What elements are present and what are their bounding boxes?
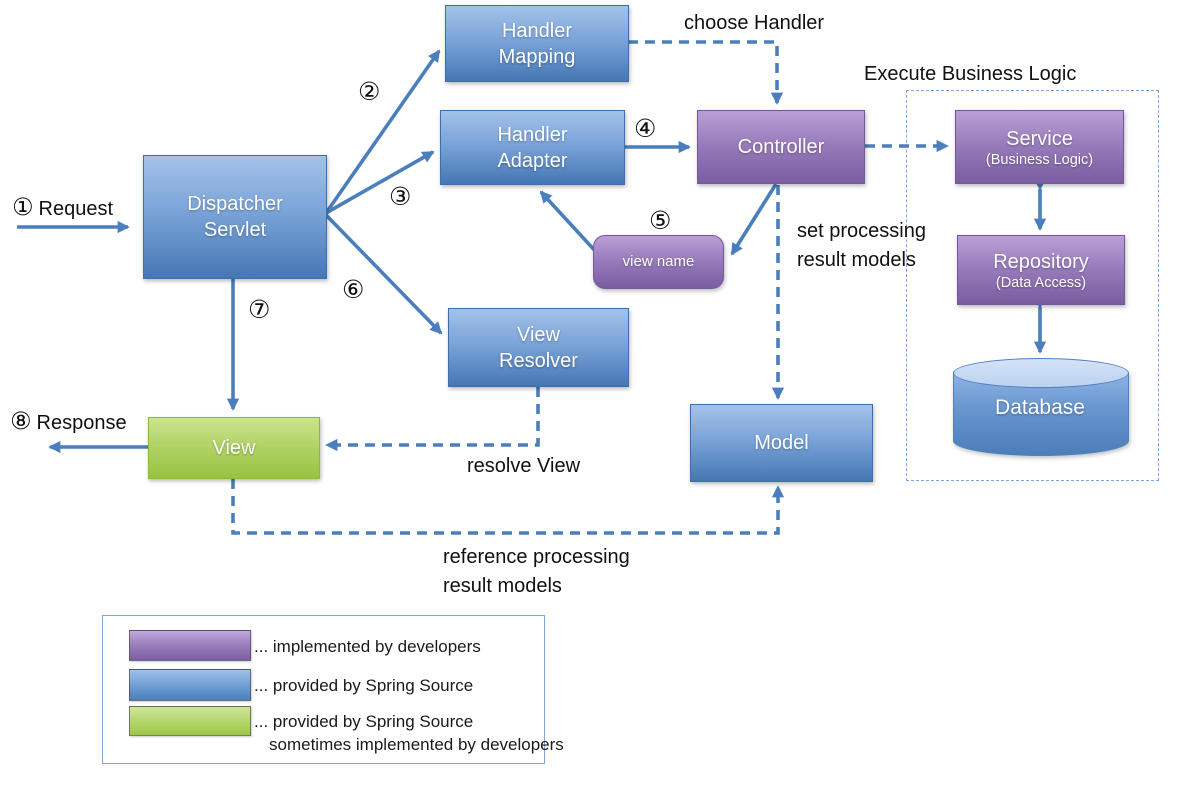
node-view-label: View xyxy=(212,437,256,459)
node-service-label: Service xyxy=(1006,127,1073,150)
step-4-icon: ④ xyxy=(634,114,657,143)
dashed-view-resolver-to-view xyxy=(325,387,540,452)
step-6-icon: ⑥ xyxy=(342,275,365,304)
step-7-icon: ⑦ xyxy=(248,295,271,324)
dashed-view-to-model xyxy=(231,479,785,535)
node-view-name-label: view name xyxy=(622,253,695,271)
reference-processing-line2: result models xyxy=(443,575,562,597)
legend-swatch-purple xyxy=(129,630,251,661)
step-8-icon: ⑧ xyxy=(10,407,32,435)
set-processing-line1: set processing xyxy=(797,220,926,242)
legend-swatch-blue xyxy=(129,669,251,701)
node-handler-mapping: Handler Mapping xyxy=(445,5,629,82)
node-model-label: Model xyxy=(754,432,809,454)
legend-swatch-green xyxy=(129,706,251,736)
node-database-label: Database xyxy=(995,396,1085,419)
legend-label-provided-by-spring: ... provided by Spring Source xyxy=(254,676,474,695)
node-dispatcher-servlet: Dispatcher Servlet xyxy=(143,155,327,279)
arrow-controller-to-view-name xyxy=(730,183,778,256)
node-repository: Repository (Data Access) xyxy=(957,235,1125,305)
node-view: View xyxy=(148,417,320,479)
step-3-icon: ③ xyxy=(389,182,412,211)
execute-business-logic-label: Execute Business Logic xyxy=(864,63,1077,85)
business-logic-group-border xyxy=(906,90,1159,481)
choose-handler-label: choose Handler xyxy=(684,12,825,34)
node-controller: Controller xyxy=(697,110,865,184)
set-processing-label: set processing result models xyxy=(797,217,926,275)
step-2-icon: ② xyxy=(358,77,381,106)
legend-label-implemented-by-developers: ... implemented by developers xyxy=(254,637,481,656)
node-view-name: view name xyxy=(593,235,724,289)
node-database-cylinder-top xyxy=(953,358,1129,388)
reference-processing-line1: reference processing xyxy=(443,546,630,568)
arrow-dispatcher-to-view-resolver xyxy=(324,213,443,335)
request-label: Request xyxy=(38,198,114,220)
response-label: Response xyxy=(36,412,127,434)
node-view-resolver-label: View Resolver xyxy=(499,323,578,372)
node-view-resolver: View Resolver xyxy=(448,308,629,387)
node-handler-adapter-label: Handler Adapter xyxy=(497,123,568,172)
node-service-sublabel: (Business Logic) xyxy=(985,151,1094,168)
legend-box: ... implemented by developers ... provid… xyxy=(102,615,564,764)
node-controller-label: Controller xyxy=(737,136,825,158)
step-1-icon: ① xyxy=(12,193,34,221)
dashed-choose-handler xyxy=(628,40,784,105)
arrow-dispatcher-to-handler-adapter xyxy=(325,150,435,215)
node-dispatcher-servlet-label: Dispatcher Servlet xyxy=(187,193,283,241)
step-5-icon: ⑤ xyxy=(649,206,672,235)
set-processing-line2: result models xyxy=(797,249,916,271)
node-repository-sublabel: (Data Access) xyxy=(995,274,1087,291)
arrow-dispatcher-to-handler-mapping xyxy=(324,49,441,215)
arrow-view-name-to-handler-adapter xyxy=(539,190,600,256)
resolve-view-label: resolve View xyxy=(467,455,581,477)
node-repository-label: Repository xyxy=(993,250,1089,273)
node-handler-mapping-label: Handler Mapping xyxy=(498,19,576,68)
reference-processing-label: reference processing result models xyxy=(443,543,630,601)
node-model: Model xyxy=(690,404,873,482)
node-handler-adapter: Handler Adapter xyxy=(440,110,625,185)
node-service: Service (Business Logic) xyxy=(955,110,1124,184)
legend-label-green-line2: sometimes implemented by developers xyxy=(269,735,564,754)
legend-label-green-line1: ... provided by Spring Source xyxy=(254,712,474,731)
